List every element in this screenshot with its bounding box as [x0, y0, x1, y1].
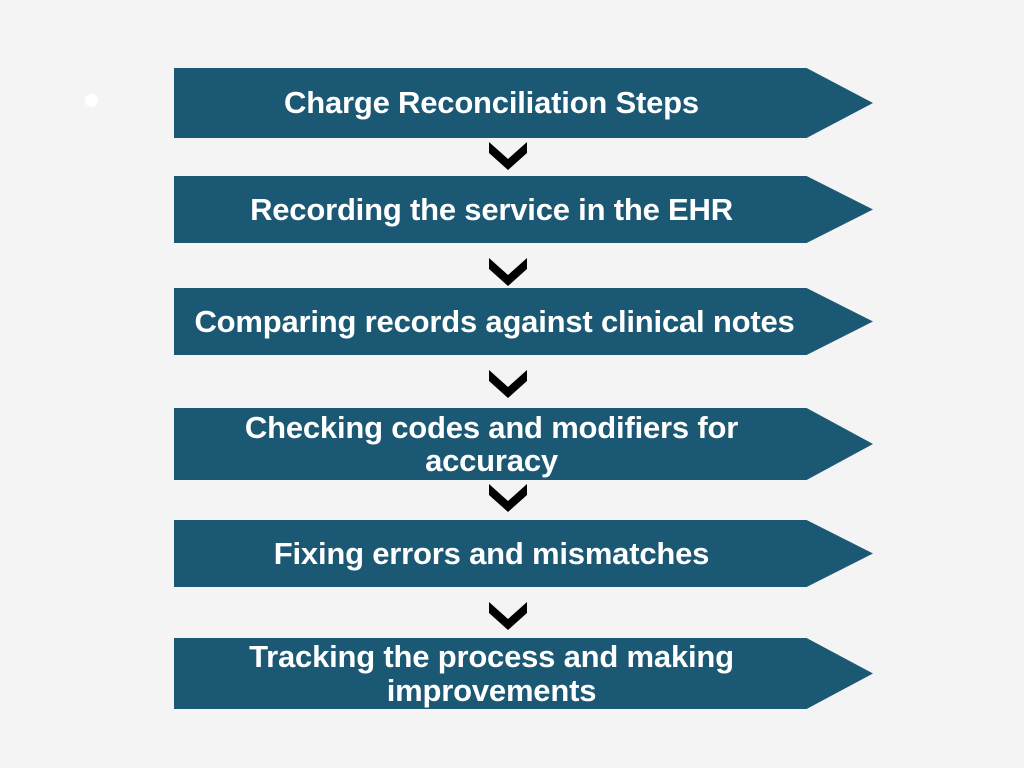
flow-step-6-label: Tracking the process and making improvem… — [249, 639, 734, 708]
flow-step-1-label: Charge Reconciliation Steps — [284, 85, 699, 121]
flow-step-2-label: Recording the service in the EHR — [250, 191, 733, 227]
chevron-down-icon-2 — [486, 256, 530, 286]
chevron-down-icon-4 — [486, 482, 530, 512]
flow-step-5[interactable]: Fixing errors and mismatches — [174, 520, 873, 587]
flow-step-3[interactable]: Comparing records against clinical notes — [174, 288, 873, 355]
flow-step-4-label: Checking codes and modifiers for accurac… — [244, 409, 739, 478]
flow-step-3-label: Comparing records against clinical notes — [194, 303, 795, 339]
flow-step-5-label: Fixing errors and mismatches — [273, 535, 710, 571]
chevron-down-icon-5 — [486, 600, 530, 630]
chevron-down-icon-3 — [486, 368, 530, 398]
flow-step-2[interactable]: Recording the service in the EHR — [174, 176, 873, 243]
chevron-down-icon-1 — [486, 140, 530, 170]
flow-step-6[interactable]: Tracking the process and making improvem… — [174, 638, 873, 709]
bullet-dot-icon — [85, 94, 98, 107]
flow-step-4[interactable]: Checking codes and modifiers for accurac… — [174, 408, 873, 480]
flow-step-1[interactable]: Charge Reconciliation Steps — [174, 68, 873, 138]
